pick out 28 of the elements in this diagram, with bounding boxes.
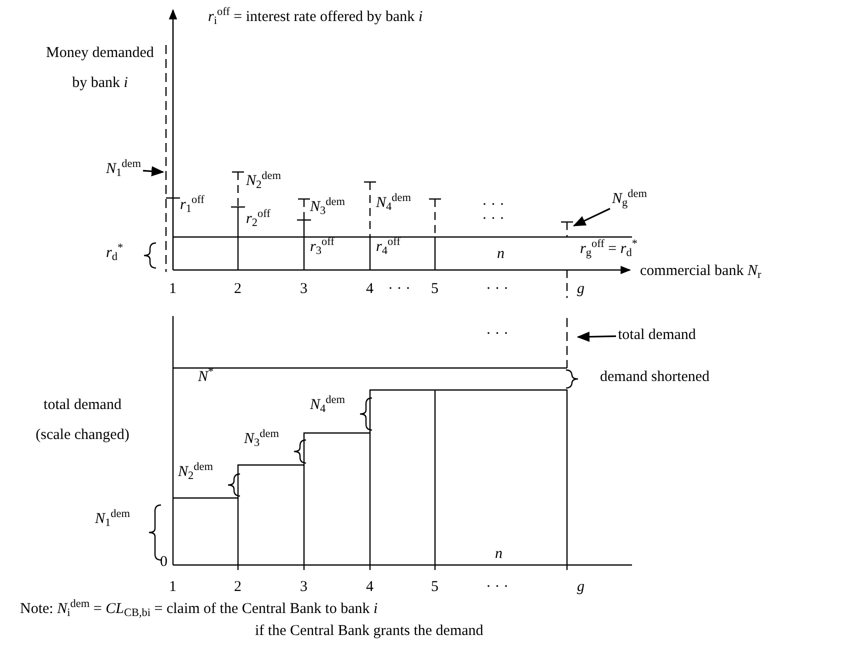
note-text: if the Central Bank grants the demand — [255, 622, 484, 641]
tick-label: 2 — [234, 280, 242, 299]
node-label: total demand — [618, 327, 696, 343]
tick-label: · · · — [486, 578, 508, 597]
tick-label: 1 — [169, 280, 176, 299]
note-text: Note: N$_{i}$$^{dem}$ = CL$_{CB,bi}$ = claim of the Central Bank to bank i — [20, 600, 378, 619]
axis-label: commercial bank N$_{r}$ — [640, 262, 762, 281]
axis-label: total demand (scale changed) — [34, 396, 130, 445]
tick-label: g — [577, 578, 584, 597]
tick-label: 4 — [366, 578, 374, 597]
tick-label: 2 — [234, 578, 242, 597]
tick-label: 4 — [366, 280, 374, 299]
math-label: · · · — [486, 325, 508, 344]
math-label: n — [497, 245, 504, 264]
tick-label: g — [577, 280, 584, 299]
note-text: r$_{i}$$^{off}$ = interest rate offered by bank i — [208, 8, 423, 27]
math-label: demand shortened — [600, 368, 710, 387]
tick-label: 0 — [160, 553, 168, 572]
tick-label: · · · — [486, 280, 508, 299]
axis-label: Money demanded by bank i — [45, 44, 155, 93]
math-label: n — [495, 545, 502, 564]
tick-label: 1 — [169, 578, 176, 597]
tick-label: 3 — [300, 578, 308, 597]
tick-label: 3 — [300, 280, 308, 299]
demand-mark — [561, 221, 573, 237]
tick-label: 5 — [431, 280, 438, 299]
tick-label: 5 — [431, 578, 438, 597]
tick-label: · · · — [388, 280, 410, 299]
